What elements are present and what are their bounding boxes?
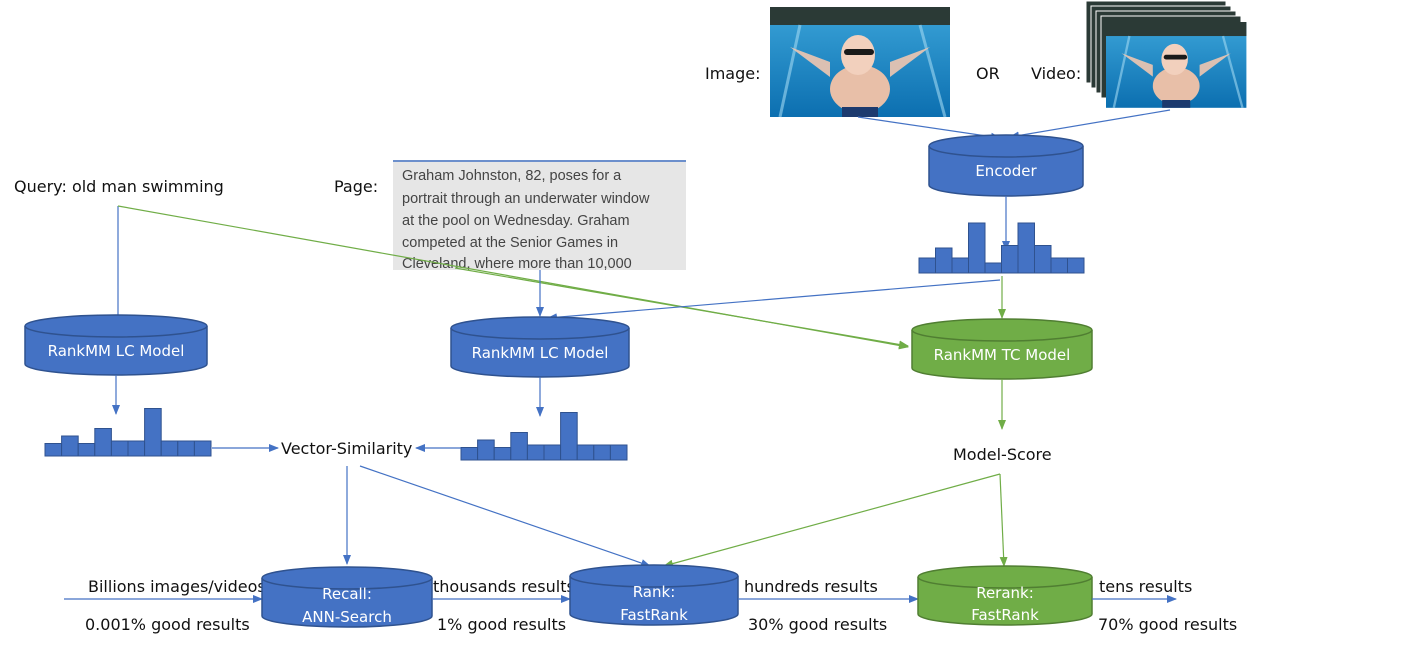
rankmm-tc-cylinder: RankMM TC Model bbox=[911, 318, 1093, 380]
vector-similarity-label: Vector-Similarity bbox=[281, 439, 412, 458]
page-line-2: portrait through an underwater window bbox=[402, 191, 650, 207]
rankmm-lc-page-cylinder: RankMM LC Model bbox=[450, 316, 630, 378]
histogram-bar bbox=[493, 447, 512, 461]
histogram-bar bbox=[44, 443, 63, 457]
histogram-bar bbox=[526, 444, 545, 461]
rerank-line2: FastRank bbox=[971, 606, 1039, 624]
page-line-4: competed at the Senior Games in bbox=[402, 235, 618, 251]
histogram-bar bbox=[1067, 257, 1085, 274]
lc-query-label: RankMM LC Model bbox=[48, 342, 185, 360]
histogram-bar bbox=[160, 440, 179, 457]
rerank-quality-label: 70% good results bbox=[1098, 615, 1237, 634]
histogram-bar bbox=[1050, 257, 1068, 274]
encoder-label: Encoder bbox=[975, 162, 1037, 180]
image-label: Image: bbox=[705, 64, 761, 83]
histogram-bar bbox=[1034, 245, 1052, 274]
histogram-bar bbox=[193, 440, 212, 457]
query-label: Query: old man swimming bbox=[14, 177, 224, 196]
histogram-bar bbox=[110, 440, 129, 457]
page-line-1: Graham Johnston, 82, poses for a bbox=[402, 168, 622, 184]
histogram-bar bbox=[177, 440, 195, 457]
histogram-bar bbox=[576, 444, 595, 461]
rank-line1: Rank: bbox=[633, 583, 676, 601]
image-thumbnail bbox=[768, 5, 952, 119]
histogram-bar bbox=[144, 408, 162, 457]
arrow-sim-rank bbox=[359, 465, 651, 567]
page-label: Page: bbox=[334, 177, 378, 196]
rank-line2: FastRank bbox=[620, 606, 688, 624]
or-label: OR bbox=[976, 64, 1000, 83]
histogram-bar bbox=[1001, 245, 1019, 274]
page-line-3: at the pool on Wednesday. Graham bbox=[402, 213, 630, 229]
histogram-bar bbox=[460, 447, 479, 461]
histogram-bar bbox=[609, 444, 628, 461]
query-embedding-histogram bbox=[44, 408, 212, 457]
rerank-cylinder: Rerank: FastRank bbox=[917, 565, 1093, 626]
histogram-bar bbox=[77, 443, 96, 457]
rank-quality-label: 30% good results bbox=[748, 615, 887, 634]
recall-cylinder: Recall: ANN-Search bbox=[261, 566, 433, 628]
rankmm-lc-query-cylinder: RankMM LC Model bbox=[24, 314, 208, 376]
histogram-bar bbox=[935, 247, 953, 274]
arrow-score-rerank bbox=[999, 473, 1008, 567]
recall-line1: Recall: bbox=[322, 585, 372, 603]
arrow-hist-page-lc bbox=[547, 279, 1001, 322]
page-line-5: Cleveland, where more than 10,000 bbox=[402, 256, 632, 272]
rank-output-label: hundreds results bbox=[744, 577, 878, 596]
arrow-image-encoder bbox=[857, 116, 1001, 141]
encoder-embedding-histogram bbox=[918, 222, 1085, 274]
histogram-bar bbox=[477, 439, 495, 461]
rerank-output-label: tens results bbox=[1099, 577, 1192, 596]
video-label: Video: bbox=[1031, 64, 1081, 83]
rank-cylinder: Rank: FastRank bbox=[569, 564, 739, 626]
recall-quality-label: 1% good results bbox=[437, 615, 566, 634]
input-label: Billions images/videos bbox=[88, 577, 266, 596]
histogram-bar bbox=[984, 262, 1002, 274]
tc-label: RankMM TC Model bbox=[934, 346, 1071, 364]
encoder-cylinder: Encoder bbox=[928, 134, 1084, 197]
page-embedding-histogram bbox=[460, 412, 628, 461]
histogram-bar bbox=[127, 440, 146, 457]
rerank-line1: Rerank: bbox=[976, 584, 1034, 602]
histogram-bar bbox=[593, 444, 611, 461]
histogram-bar bbox=[61, 435, 79, 457]
input-quality-label: 0.001% good results bbox=[85, 615, 250, 634]
histogram-bar bbox=[951, 257, 969, 274]
arrow-score-rank bbox=[663, 473, 1001, 568]
arrow-video-encoder bbox=[1009, 109, 1171, 140]
histogram-bar bbox=[94, 428, 112, 457]
recall-line2: ANN-Search bbox=[302, 608, 392, 626]
histogram-bar bbox=[1017, 222, 1035, 274]
histogram-bar bbox=[510, 432, 528, 461]
histogram-bar bbox=[918, 257, 936, 274]
model-score-label: Model-Score bbox=[953, 445, 1052, 464]
histogram-bar bbox=[560, 412, 578, 461]
recall-output-label: thousands results bbox=[433, 577, 575, 596]
histogram-bar bbox=[543, 444, 562, 461]
histogram-bar bbox=[968, 222, 986, 274]
video-frames bbox=[1085, 0, 1248, 109]
page-text-box: Graham Johnston, 82, poses for a portrai… bbox=[393, 160, 686, 272]
lc-page-label: RankMM LC Model bbox=[472, 344, 609, 362]
